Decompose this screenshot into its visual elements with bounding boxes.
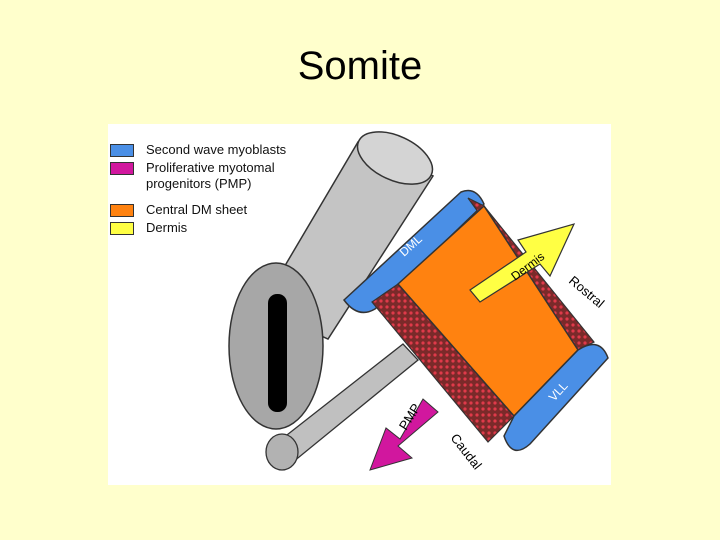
legend-item-pmp: Proliferative myotomal progenitors (PMP) xyxy=(110,160,286,192)
neural-tube xyxy=(228,131,435,430)
legend-item-dermis: Dermis xyxy=(110,220,286,236)
legend-label: Central DM sheet xyxy=(146,202,248,217)
legend-label: Dermis xyxy=(146,220,188,235)
legend-label-line2: progenitors (PMP) xyxy=(146,176,252,191)
legend-label: Second wave myoblasts xyxy=(146,142,287,157)
legend-swatch xyxy=(110,162,134,175)
legend-item-second-wave-myoblasts: Second wave myoblasts xyxy=(110,142,286,158)
legend-label-line1: Proliferative myotomal xyxy=(146,160,275,175)
somite-diagram: PMP DML VLL Dermis Rostral Caudal xyxy=(228,131,609,473)
somite-figure: PMP DML VLL Dermis Rostral Caudal Se xyxy=(108,124,611,485)
caudal-label: Caudal xyxy=(448,431,485,473)
legend-swatch xyxy=(110,144,134,157)
vll-lip: VLL xyxy=(503,343,609,452)
pmp-arrow: PMP xyxy=(369,398,439,471)
legend-item-central-dm-sheet: Central DM sheet xyxy=(110,202,286,218)
slide-title: Somite xyxy=(297,44,423,88)
rostral-label: Rostral xyxy=(566,273,607,311)
legend: Second wave myoblasts Proliferative myot… xyxy=(110,142,286,236)
legend-swatch xyxy=(110,204,134,217)
notochord xyxy=(265,343,419,471)
legend-swatch xyxy=(110,222,134,235)
